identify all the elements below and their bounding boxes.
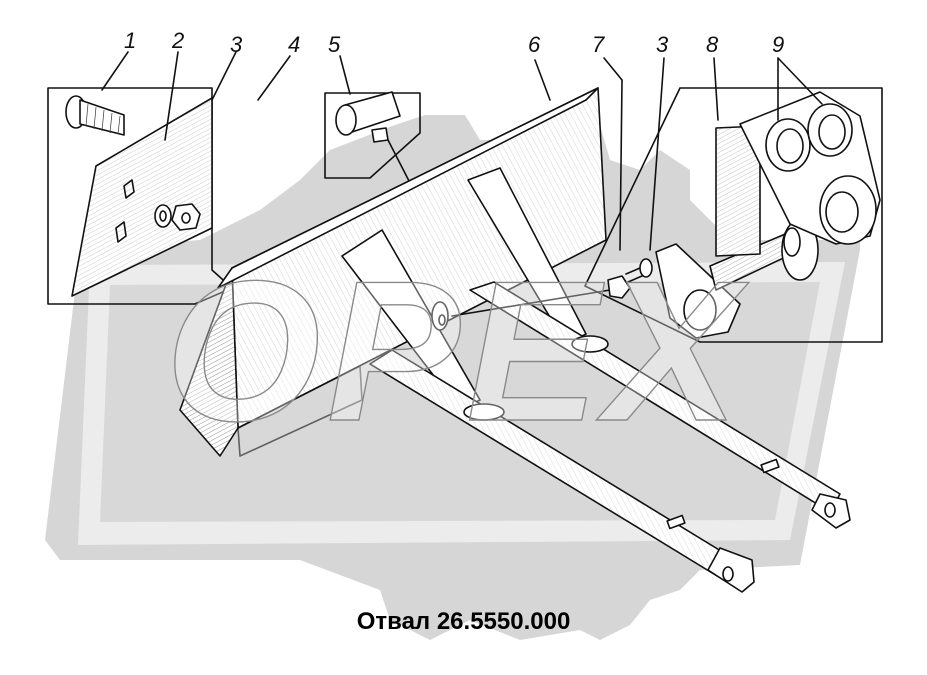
right-push-arm bbox=[467, 167, 851, 529]
bolt-washer-right bbox=[607, 258, 653, 299]
washer-nut-part bbox=[154, 203, 201, 231]
callout-4: 4 bbox=[288, 32, 300, 57]
callout-1: 1 bbox=[124, 28, 136, 53]
pin-part bbox=[335, 91, 401, 143]
callout-8: 8 bbox=[706, 32, 719, 57]
callout-6: 6 bbox=[528, 32, 541, 57]
leader-lines bbox=[101, 51, 823, 251]
blade-plate-part bbox=[71, 97, 213, 297]
callout-5: 5 bbox=[328, 32, 341, 57]
callout-9: 9 bbox=[772, 32, 784, 57]
inset-box-pin bbox=[324, 92, 421, 179]
tow-plate-part bbox=[715, 91, 881, 257]
diagram-caption: Отвал 26.5550.000 bbox=[356, 608, 571, 635]
callout-2: 2 bbox=[171, 28, 184, 53]
callout-3-left: 3 bbox=[230, 32, 243, 57]
inset-box-right bbox=[584, 87, 883, 343]
blade-frame-part bbox=[179, 87, 607, 457]
callout-3-right: 3 bbox=[656, 32, 669, 57]
inset-box-left bbox=[47, 87, 233, 305]
bolt-part bbox=[65, 95, 125, 136]
callout-7: 7 bbox=[592, 32, 605, 57]
left-push-arm bbox=[341, 229, 755, 593]
axle-bracket-part bbox=[655, 219, 819, 339]
callout-labels: 1 2 3 4 5 6 7 3 8 9 bbox=[124, 28, 784, 57]
